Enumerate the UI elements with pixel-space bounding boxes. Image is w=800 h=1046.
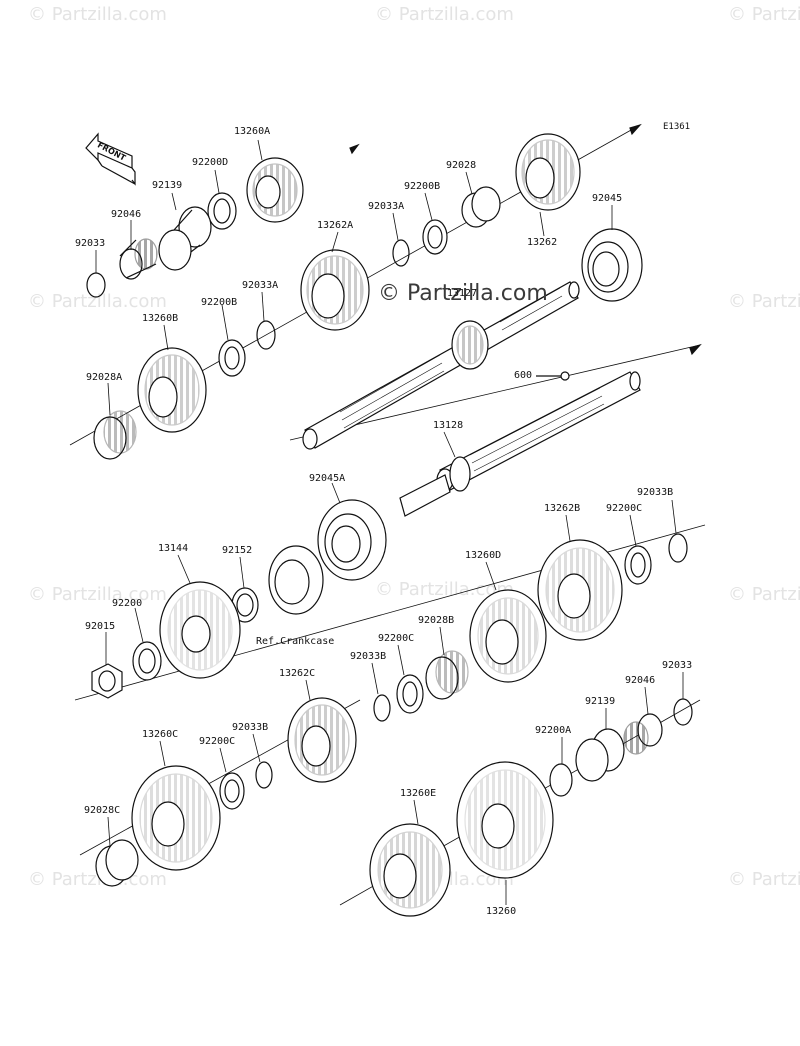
part-label-92200d[interactable]: 92200D [192, 157, 229, 168]
bearing-92045a [317, 499, 387, 581]
part-label-92045[interactable]: 92045 [592, 193, 623, 204]
needle-bearing-92046-top [119, 238, 158, 280]
part-label-92046-top[interactable]: 92046 [111, 209, 142, 220]
part-label-92200b-top[interactable]: 92200B [404, 181, 441, 192]
drive-shaft [399, 371, 641, 517]
front-arrow-icon [85, 132, 136, 186]
part-label-13128[interactable]: 13128 [433, 420, 464, 431]
part-label-92033-top[interactable]: 92033 [75, 238, 106, 249]
part-label-92033a-top[interactable]: 92033A [368, 201, 405, 212]
part-label-92200[interactable]: 92200 [112, 598, 143, 609]
part-label-13127[interactable]: 13127 [447, 288, 478, 299]
ref-crankcase-note: Ref.Crankcase [256, 636, 335, 647]
gear-13260d [469, 589, 547, 683]
watermark: © Partzilla.com [28, 4, 167, 25]
center-watermark: © Partzilla.com [378, 281, 548, 306]
part-label-13260d[interactable]: 13260D [465, 550, 502, 561]
bushing-92139-top [158, 206, 212, 271]
part-label-92033b-left[interactable]: 92033B [232, 722, 269, 733]
diagram-code: E1361 [663, 122, 691, 132]
watermark: © Partzilla.com [728, 291, 800, 312]
watermark: © Partzilla.com [375, 579, 514, 600]
part-label-92028[interactable]: 92028 [446, 160, 477, 171]
part-label-92139-bot[interactable]: 92139 [585, 696, 616, 707]
watermark: © Partzilla.com [375, 4, 514, 25]
gear-13260e [369, 823, 451, 917]
part-label-13260c[interactable]: 13260C [142, 729, 179, 740]
watermark: © Partzilla.com [728, 4, 800, 25]
gear-13260c [131, 765, 221, 871]
gear-13260b [137, 347, 207, 433]
watermark: © Partzilla.com [28, 291, 167, 312]
part-label-92028c[interactable]: 92028C [84, 805, 121, 816]
part-label-92152[interactable]: 92152 [222, 545, 253, 556]
bearing-92045 [581, 228, 643, 302]
part-label-92045a[interactable]: 92045A [309, 473, 346, 484]
gear-13262b [537, 539, 623, 641]
part-label-92015[interactable]: 92015 [85, 621, 116, 632]
part-label-13262[interactable]: 13262 [527, 237, 558, 248]
part-label-92046-bot[interactable]: 92046 [625, 675, 656, 686]
part-label-92200c-mid[interactable]: 92200C [378, 633, 415, 644]
part-label-13144[interactable]: 13144 [158, 543, 189, 554]
part-label-13262a[interactable]: 13262A [317, 220, 354, 231]
part-label-92033-bot[interactable]: 92033 [662, 660, 693, 671]
gear-13260 [456, 761, 554, 879]
part-label-600[interactable]: 600 [514, 370, 533, 381]
part-label-13260e[interactable]: 13260E [400, 788, 437, 799]
gear-13262 [515, 133, 581, 211]
part-label-92200b-mid[interactable]: 92200B [201, 297, 238, 308]
bushing-92028a [93, 410, 137, 460]
gear-13262a [300, 249, 370, 331]
part-label-92028a[interactable]: 92028A [86, 372, 123, 383]
part-label-13262b[interactable]: 13262B [544, 503, 581, 514]
part-label-92200a[interactable]: 92200A [535, 725, 572, 736]
sprocket-13144 [159, 581, 241, 679]
part-label-13262c[interactable]: 13262C [279, 668, 316, 679]
part-label-92200c-right[interactable]: 92200C [606, 503, 643, 514]
part-label-13260[interactable]: 13260 [486, 906, 517, 917]
part-label-92200c-left[interactable]: 92200C [199, 736, 236, 747]
watermark: © Partzilla.com [28, 584, 167, 605]
watermark: © Partzilla.com [728, 584, 800, 605]
part-label-13260a[interactable]: 13260A [234, 126, 271, 137]
gear-13262c [287, 697, 357, 783]
gear-13260a [246, 157, 304, 223]
part-label-13260b[interactable]: 13260B [142, 313, 179, 324]
part-label-92028b[interactable]: 92028B [418, 615, 455, 626]
watermark: © Partzilla.com [728, 869, 800, 890]
part-label-92033b-right[interactable]: 92033B [637, 487, 674, 498]
part-label-92033a-mid[interactable]: 92033A [242, 280, 279, 291]
part-label-92033b-mid[interactable]: 92033B [350, 651, 387, 662]
part-label-92139-top[interactable]: 92139 [152, 180, 183, 191]
